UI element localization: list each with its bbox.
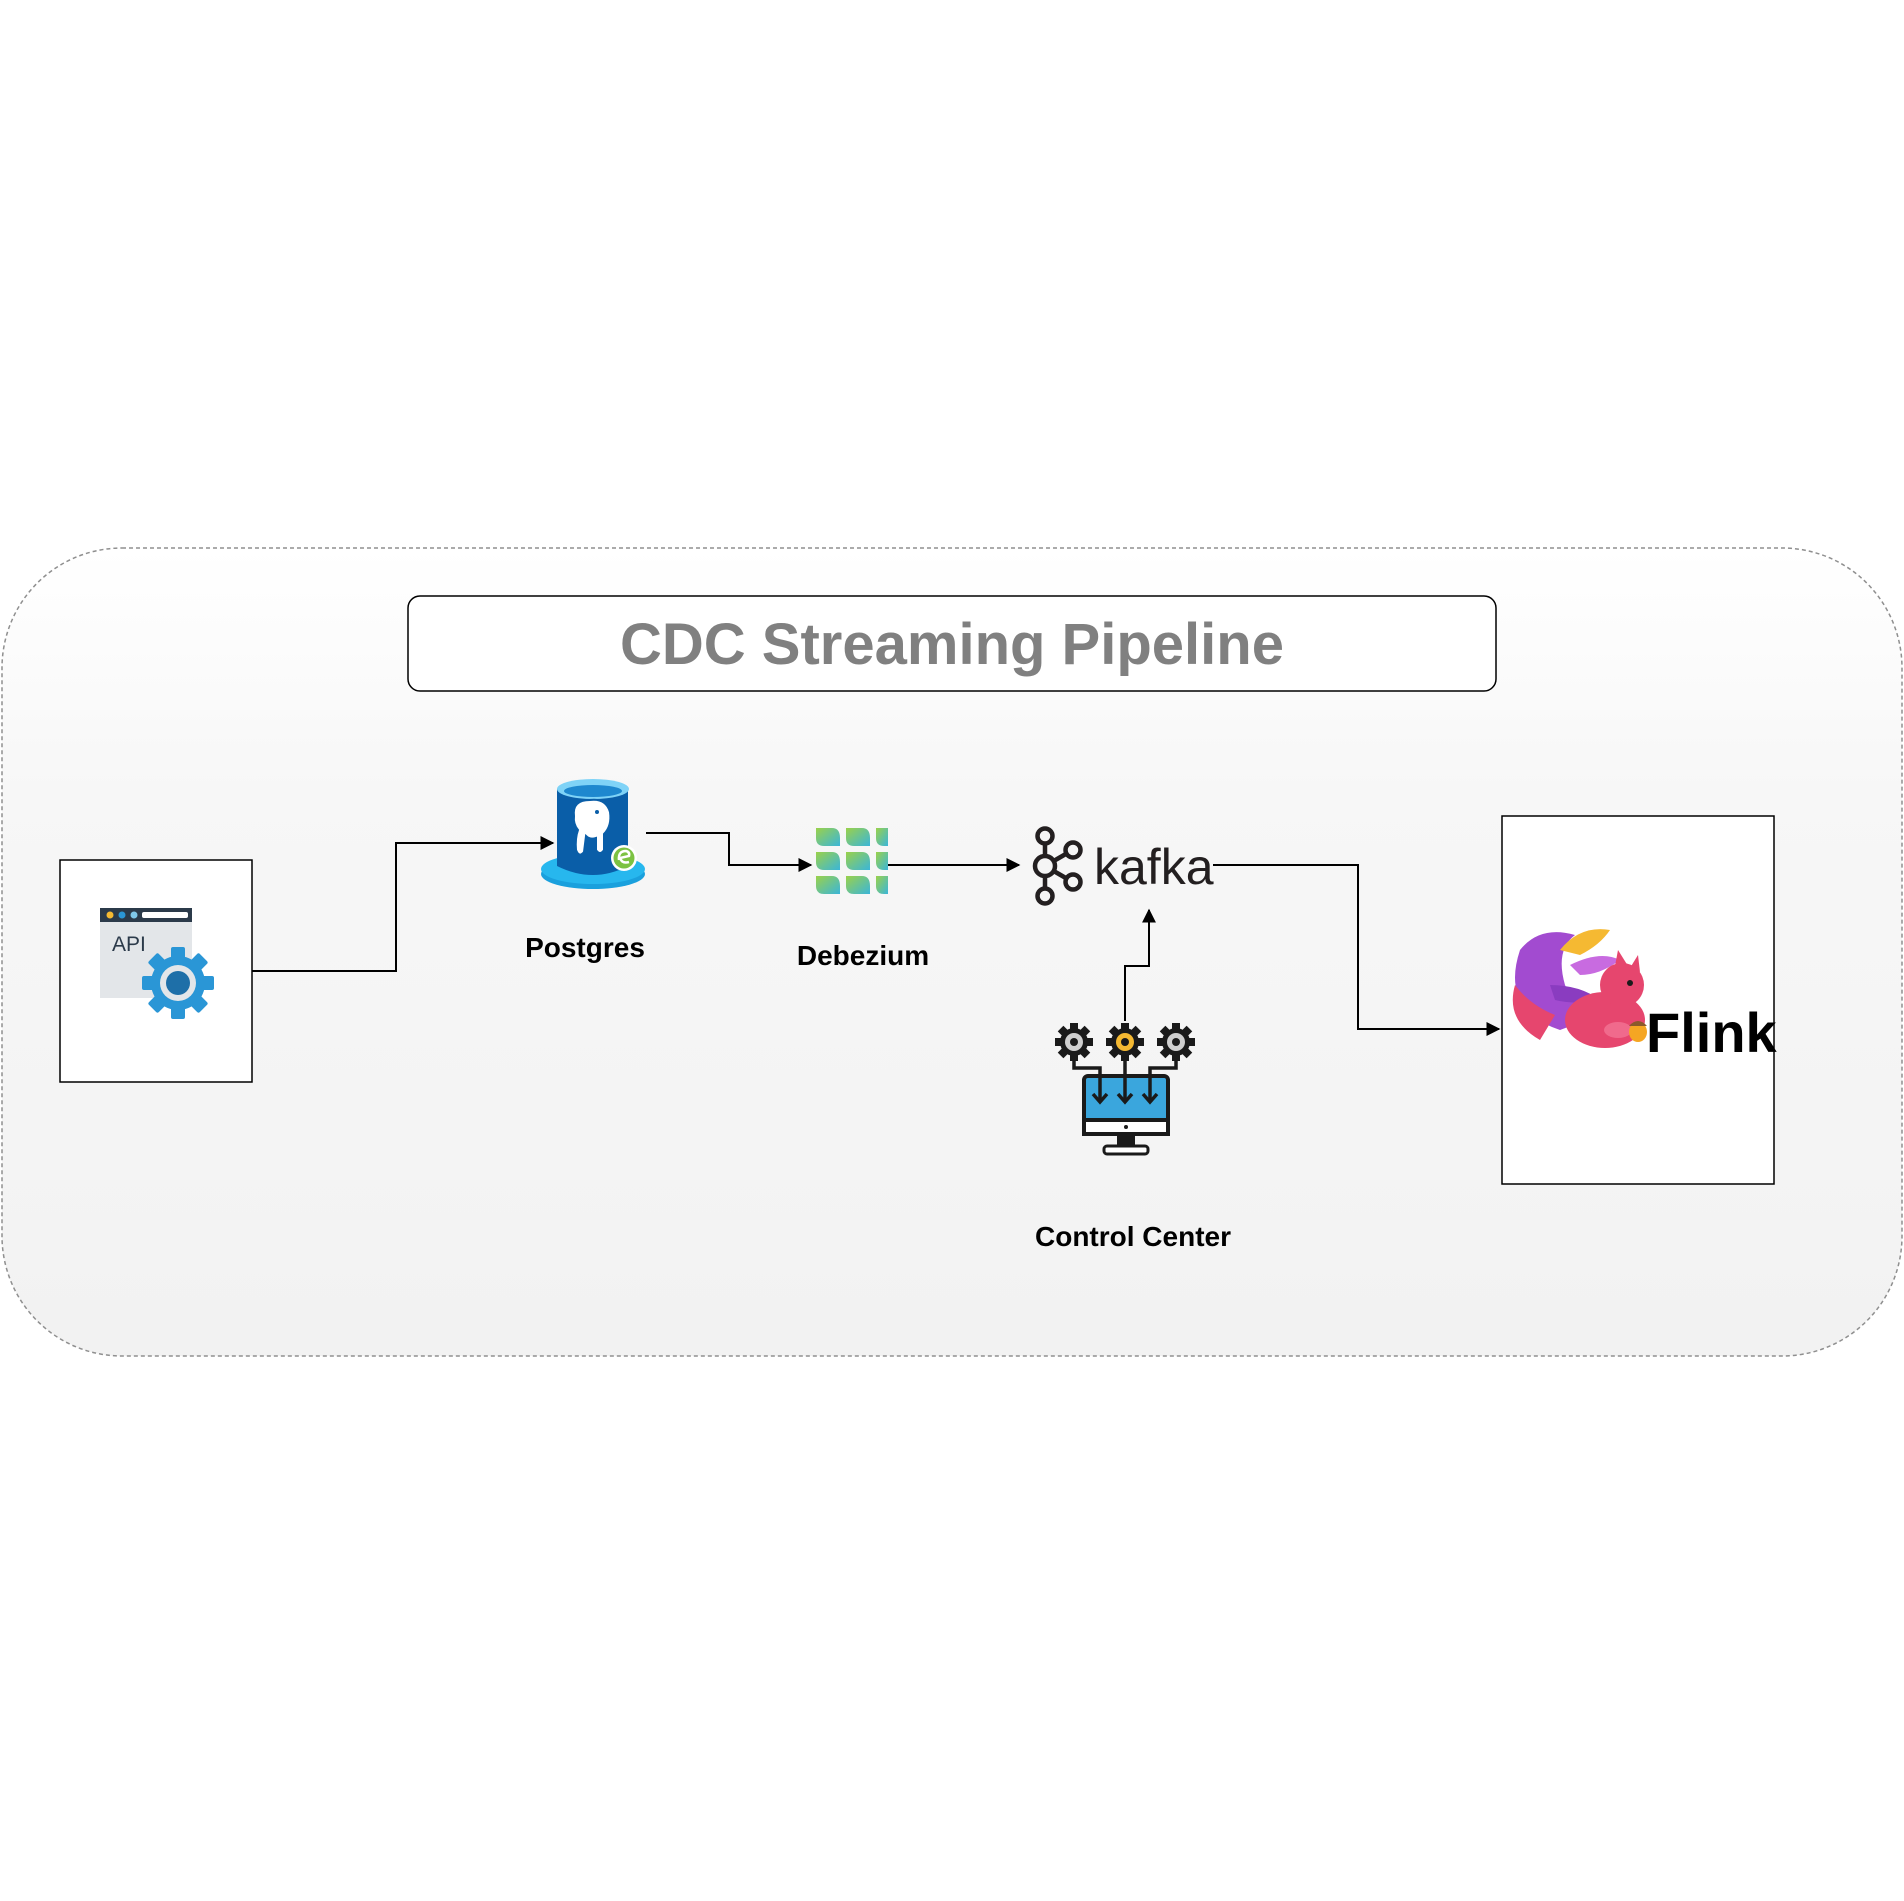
edges <box>252 832 1501 1036</box>
gear-icon <box>1157 1023 1195 1061</box>
api-icon-text: API <box>112 933 146 956</box>
kafka-logo-text: kafka <box>1094 839 1214 895</box>
diagram-title: CDC Streaming Pipeline <box>620 612 1284 677</box>
api-gear-icon: API <box>100 908 214 1019</box>
gear-icon <box>1106 1023 1144 1061</box>
edge-api-postgres <box>252 836 555 972</box>
flink-squirrel-icon <box>1512 929 1647 1048</box>
flink-node[interactable]: Flink <box>1501 815 1778 1185</box>
title-box: CDC Streaming Pipeline <box>407 595 1497 692</box>
edge-postgres-debezium <box>646 832 813 872</box>
debezium-logo-icon <box>816 828 888 894</box>
kafka-node[interactable]: kafka <box>1032 826 1214 906</box>
debezium-node[interactable]: Debezium <box>797 828 929 971</box>
diagram-container <box>1 547 1903 1357</box>
debezium-label: Debezium <box>797 940 929 971</box>
edge-kafka-flink <box>1213 864 1501 1036</box>
postgres-database-icon <box>541 779 645 889</box>
postgres-label: Postgres <box>525 932 645 963</box>
kafka-logo-icon <box>1032 826 1083 906</box>
api-node[interactable]: API <box>59 859 253 1083</box>
control-center-label: Control Center <box>1035 1221 1231 1252</box>
postgres-node[interactable]: Postgres <box>525 779 645 963</box>
edge-control-center-kafka <box>1124 908 1156 1021</box>
flink-logo-text: Flink <box>1646 1001 1778 1064</box>
gear-icon <box>1055 1023 1093 1061</box>
